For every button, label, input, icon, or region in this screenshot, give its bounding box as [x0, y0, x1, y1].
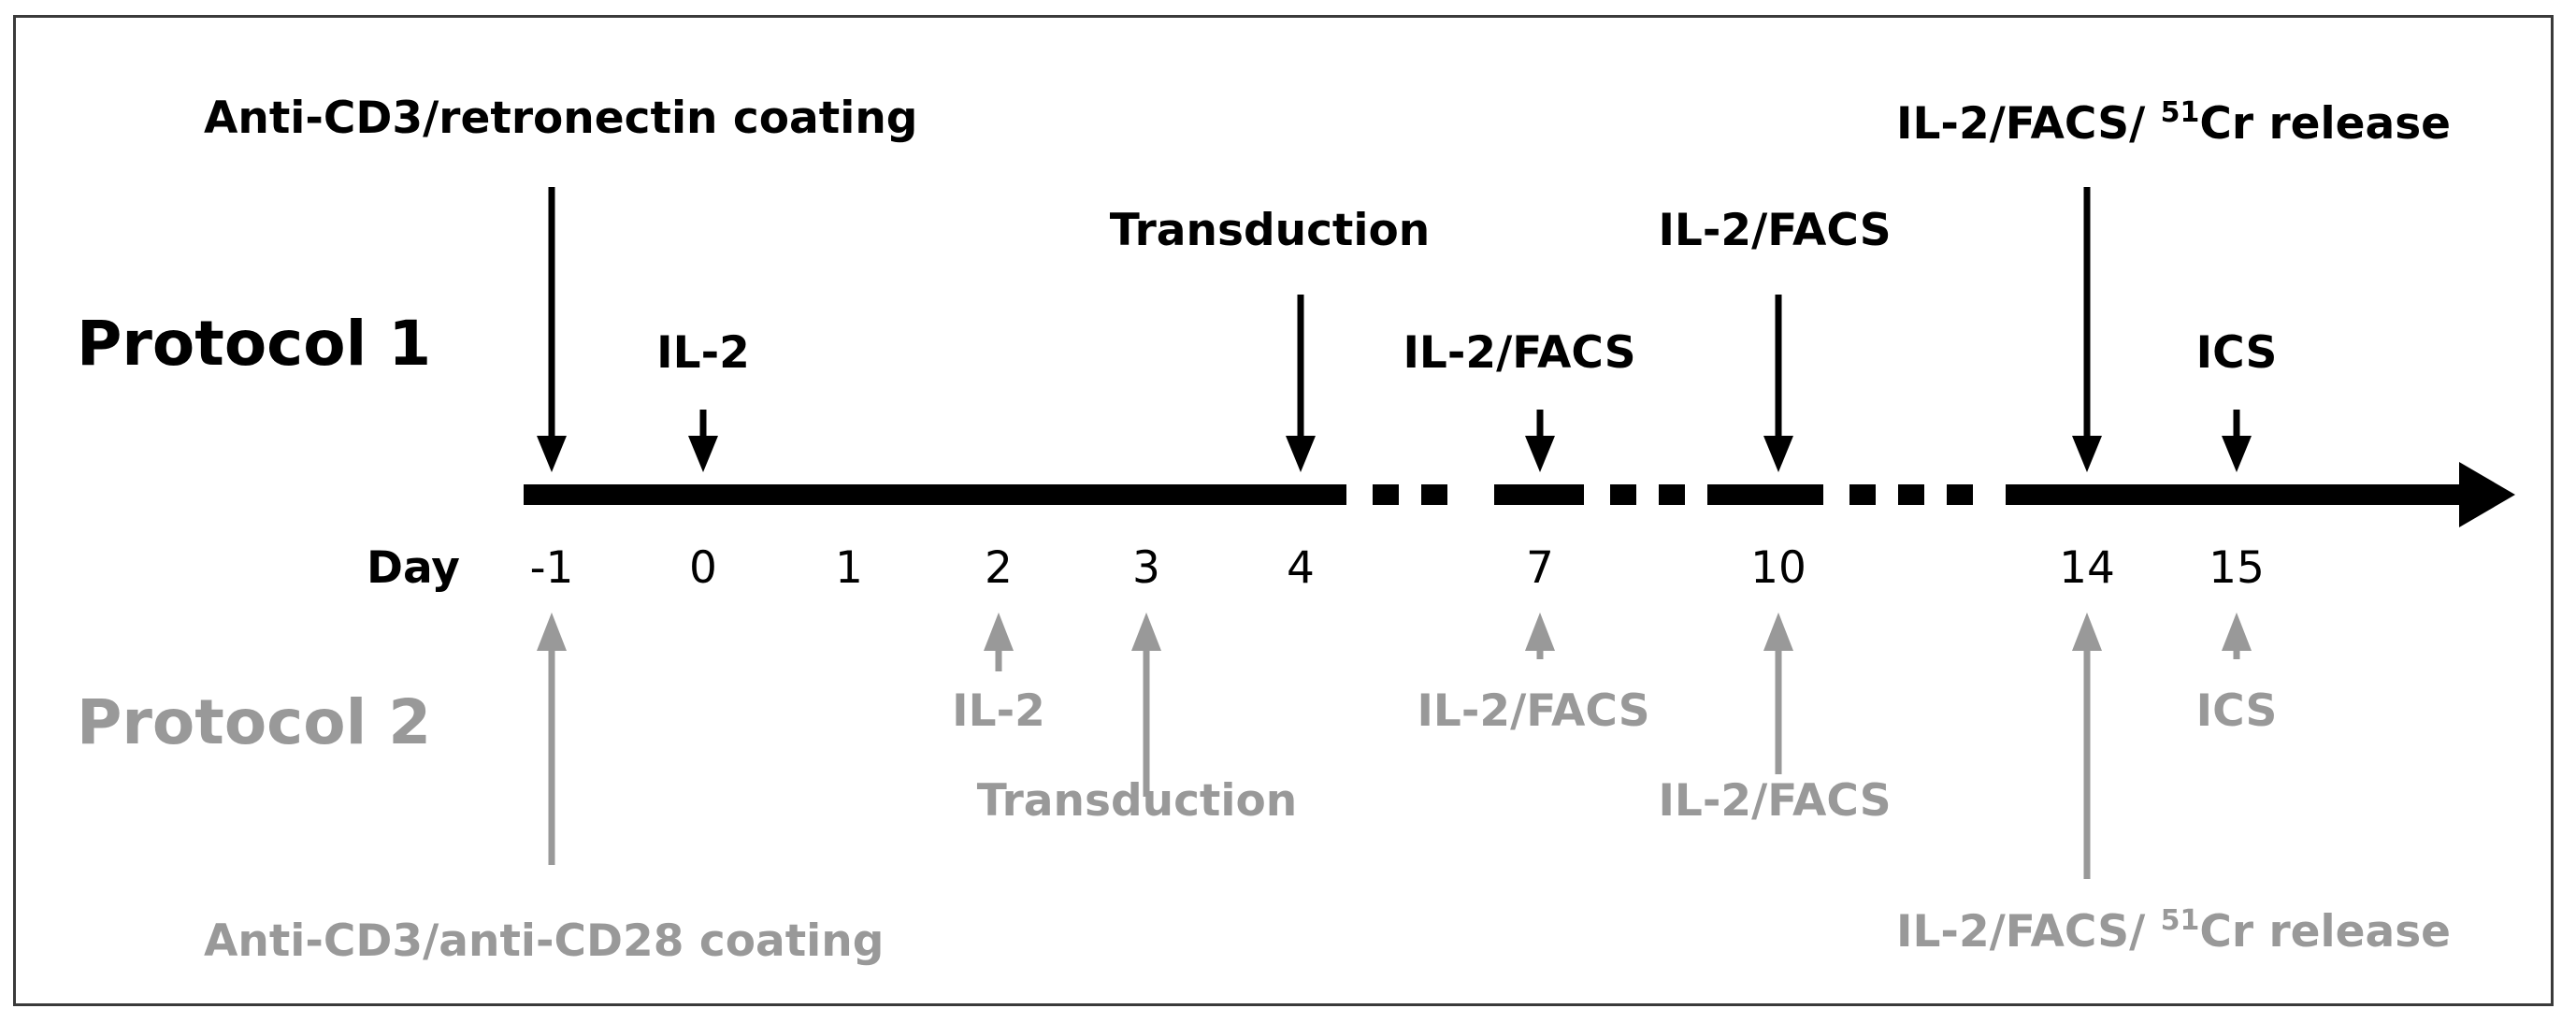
timeline-axis: [524, 462, 2515, 527]
arrowhead-up: [1525, 612, 1555, 651]
protocol-2-labels: Anti-CD3/anti-CD28 coating IL-2 Transduc…: [204, 685, 2451, 967]
timeline-dash: [1659, 484, 1685, 505]
tick-label: 15: [2209, 542, 2265, 594]
timeline-arrowhead: [2459, 462, 2515, 527]
arrowhead-down: [537, 436, 567, 472]
protocol-1-arrowheads: [537, 436, 2252, 472]
timeline-segment: [1494, 484, 1584, 505]
arrowhead-up: [2072, 612, 2102, 651]
arrowhead-down: [1286, 436, 1316, 472]
p2-label-day-7: IL-2/FACS: [1417, 685, 1649, 737]
protocol-2-arrows: [548, 645, 2240, 879]
p1-label-day-14: IL-2/FACS/ 51Cr release: [1896, 96, 2451, 150]
p1-label-day-4: Transduction: [1110, 205, 1431, 256]
figure-frame: [13, 15, 2554, 1006]
arrowhead-down: [2072, 436, 2102, 472]
timeline-dash: [1898, 484, 1924, 505]
timeline-dash: [1707, 484, 1734, 505]
p2-label-day-3: Transduction: [977, 775, 1298, 827]
p1-label-day-m1: Anti-CD3/retronectin coating: [204, 93, 917, 144]
arrowhead-down: [1525, 436, 1555, 472]
day-ticks: -1 0 1 2 3 4 7 10 14 15: [530, 542, 2265, 594]
arrowhead-up: [984, 612, 1014, 651]
tick-label: 10: [1750, 542, 1806, 594]
p2-label-day-m1: Anti-CD3/anti-CD28 coating: [204, 915, 884, 967]
timeline-segment: [2006, 484, 2492, 505]
protocol-2-title: Protocol 2: [77, 686, 431, 758]
tick-label: 14: [2059, 542, 2115, 594]
p1-label-day-10: IL-2/FACS: [1658, 205, 1891, 256]
p2-label-day-14: IL-2/FACS/ 51Cr release: [1896, 904, 2451, 958]
tick-label: 1: [835, 542, 863, 594]
arrowhead-up: [1131, 612, 1161, 651]
timeline-dash: [1849, 484, 1876, 505]
timeline-dash: [1373, 484, 1399, 505]
arrowhead-up: [2222, 612, 2252, 651]
timeline-dash: [1947, 484, 1973, 505]
protocol-1-title: Protocol 1: [77, 308, 431, 380]
tick-label: 0: [689, 542, 717, 594]
p1-label-day-14-pre: IL-2/FACS/: [1896, 98, 2161, 150]
p1-label-day-14-sup: 51: [2161, 96, 2200, 129]
day-label: Day: [367, 542, 460, 594]
protocol-2-arrowheads: [537, 612, 2252, 651]
tick-label: 7: [1526, 542, 1554, 594]
arrowhead-up: [1763, 612, 1793, 651]
arrowhead-down: [1763, 436, 1793, 472]
arrowhead-up: [537, 612, 567, 651]
arrowhead-down: [688, 436, 718, 472]
arrowhead-down: [2222, 436, 2252, 472]
tick-label: 3: [1132, 542, 1160, 594]
tick-label: 4: [1287, 542, 1315, 594]
timeline-segment: [524, 484, 1346, 505]
p1-label-day-15: ICS: [2196, 327, 2278, 379]
tick-label: 2: [985, 542, 1013, 594]
timeline-dash: [1610, 484, 1636, 505]
p2-label-day-15: ICS: [2196, 685, 2278, 737]
protocol-1-labels: Anti-CD3/retronectin coating IL-2 Transd…: [204, 93, 2451, 379]
protocol-1-arrows: [548, 187, 2240, 439]
p2-label-day-14-post: Cr release: [2199, 906, 2451, 958]
p1-label-day-0: IL-2: [656, 327, 750, 379]
p1-label-day-7: IL-2/FACS: [1403, 327, 1635, 379]
timeline-dash: [1421, 484, 1447, 505]
p2-label-day-14-sup: 51: [2161, 904, 2200, 937]
p2-label-day-10: IL-2/FACS: [1658, 775, 1891, 827]
tick-label: -1: [530, 542, 574, 594]
p2-label-day-2: IL-2: [952, 685, 1045, 737]
timeline-segment: [1734, 484, 1823, 505]
p1-label-day-14-post: Cr release: [2199, 98, 2451, 150]
p2-label-day-14-pre: IL-2/FACS/: [1896, 906, 2161, 958]
